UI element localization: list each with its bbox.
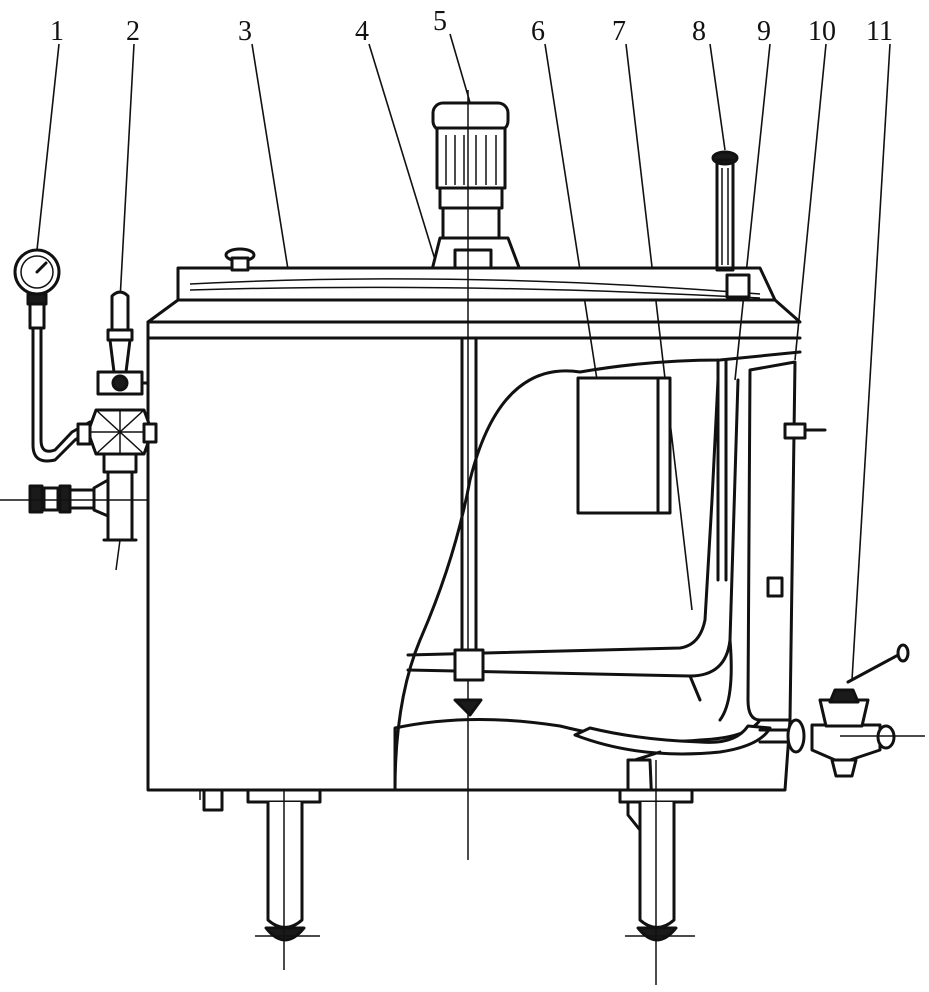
pressure-gauge — [13, 248, 92, 463]
control-box — [576, 376, 672, 515]
tank-body — [146, 320, 802, 800]
callout-9: 9 — [757, 16, 771, 47]
drain-valve — [758, 643, 925, 778]
insulation-bottom — [393, 717, 792, 792]
leader-lines — [36, 33, 891, 681]
callout-4: 4 — [355, 16, 369, 47]
callout-11: 11 — [866, 16, 893, 47]
insulation-wall — [746, 360, 827, 722]
callout-8: 8 — [692, 16, 706, 47]
thermometer — [711, 150, 751, 582]
agitator-shaft — [453, 90, 485, 860]
callout-labels: 1 2 3 4 5 6 7 8 9 10 11 — [50, 6, 893, 47]
callout-7: 7 — [612, 16, 626, 47]
left-leg — [202, 788, 322, 970]
safety-valve-assembly — [0, 290, 158, 571]
callout-10: 10 — [808, 16, 836, 47]
inner-vessel — [406, 378, 740, 722]
callout-3: 3 — [238, 16, 252, 47]
right-leg — [618, 760, 695, 985]
callout-6: 6 — [531, 16, 545, 47]
lid — [146, 247, 802, 324]
callout-2: 2 — [126, 16, 140, 47]
motor — [430, 101, 522, 272]
callout-1: 1 — [50, 16, 64, 47]
callout-5: 5 — [433, 6, 447, 37]
